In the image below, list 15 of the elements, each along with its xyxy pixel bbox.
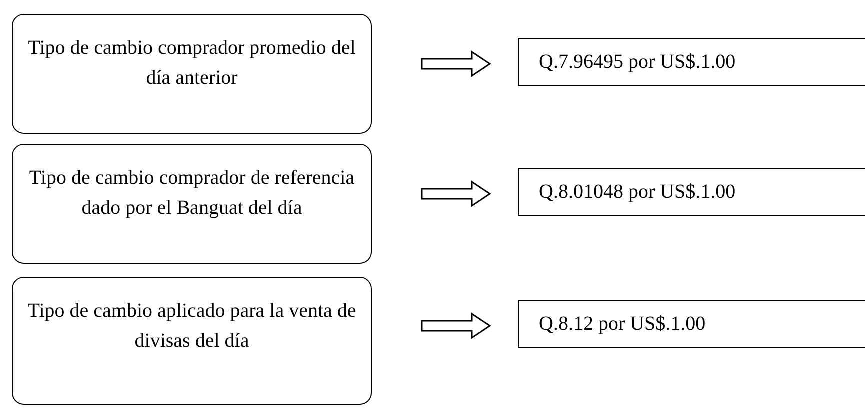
box-text: Tipo de cambio aplicado para la venta de divisas del día <box>27 299 357 354</box>
value-box <box>518 300 865 348</box>
box-text: Q.8.01048 por US$.1.00 <box>539 180 736 204</box>
box-text: Q.7.96495 por US$.1.00 <box>539 50 736 74</box>
rounded-box <box>12 144 372 264</box>
block-arrow <box>421 50 492 78</box>
rounded-box <box>12 277 372 405</box>
value-box <box>518 38 865 86</box>
block-arrow <box>421 312 492 340</box>
value-box <box>518 168 865 216</box>
box-text: Q.8.12 por US$.1.00 <box>539 312 706 336</box>
block-arrow <box>421 180 492 208</box>
box-text: Tipo de cambio comprador promedio del día anterior <box>27 36 357 91</box>
box-text: Tipo de cambio comprador de referencia dado por el Banguat del día <box>28 166 356 221</box>
rounded-box <box>12 14 372 134</box>
